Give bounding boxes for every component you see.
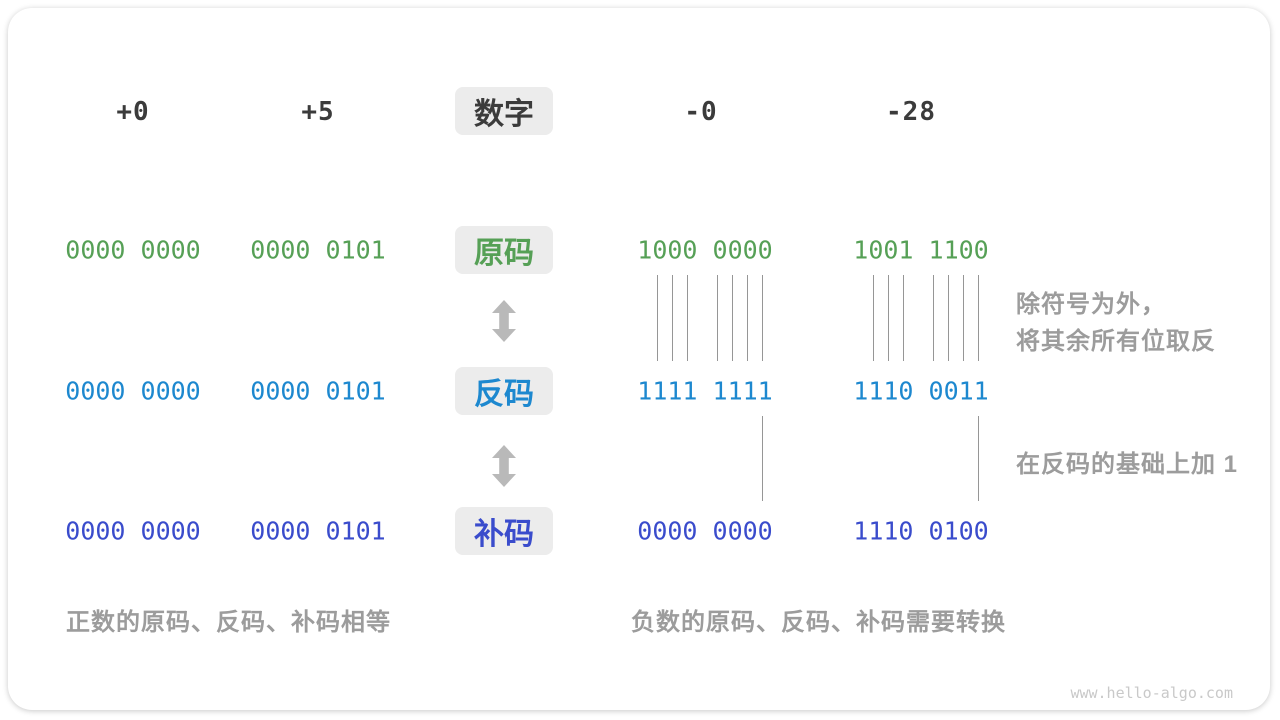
bit-mapping-line	[656, 275, 658, 361]
bit-mapping-line	[977, 275, 979, 361]
bit-mapping-line	[887, 275, 889, 361]
caption-negative-numbers: 负数的原码、反码、补码需要转换	[631, 609, 1006, 636]
bit-cell-sign-magnitude-plus0: 0000 0000	[65, 235, 201, 265]
row-badge-ones-complement: 反码	[455, 367, 553, 415]
header-value-plus0: +0	[116, 97, 150, 127]
bit-mapping-line	[686, 275, 688, 361]
annotation-invert-line1: 除符号为外，	[1016, 291, 1166, 318]
bit-mapping-line	[872, 275, 874, 361]
bit-cell-ones-complement-minus28: 1110 0011	[853, 376, 989, 406]
bit-mapping-line	[977, 416, 979, 501]
diagram-card: +0 +5 数字 -0 -28 0000 0000 0000 0101 原码 1…	[8, 8, 1270, 710]
bit-mapping-line	[671, 275, 673, 361]
bit-mapping-line	[962, 275, 964, 361]
header-badge-number: 数字	[455, 87, 553, 135]
bit-mapping-line	[761, 275, 763, 361]
header-value-plus5: +5	[301, 97, 335, 127]
annotation-invert-line2: 将其余所有位取反	[1016, 328, 1216, 355]
bit-cell-twos-complement-plus0: 0000 0000	[65, 516, 201, 546]
bit-mapping-line	[716, 275, 718, 361]
header-value-minus28: -28	[886, 97, 936, 127]
annotation-add-one: 在反码的基础上加 1	[1016, 451, 1239, 478]
bit-cell-twos-complement-plus5: 0000 0101	[250, 516, 386, 546]
caption-positive-numbers: 正数的原码、反码、补码相等	[66, 609, 391, 636]
up-down-arrow-icon	[492, 445, 516, 487]
annotation-invert-bits: 除符号为外， 将其余所有位取反	[1016, 286, 1216, 360]
up-down-arrow-icon	[492, 300, 516, 342]
bit-mapping-line	[761, 416, 763, 501]
watermark-url: www.hello-algo.com	[1070, 684, 1233, 702]
bit-mapping-line	[731, 275, 733, 361]
bit-mapping-line	[932, 275, 934, 361]
row-badge-sign-magnitude: 原码	[455, 226, 553, 274]
header-value-minus0: -0	[684, 97, 718, 127]
bit-cell-twos-complement-minus28: 1110 0100	[853, 516, 989, 546]
bit-cell-twos-complement-minus0: 0000 0000	[637, 516, 773, 546]
bit-mapping-line	[902, 275, 904, 361]
bit-cell-ones-complement-plus5: 0000 0101	[250, 376, 386, 406]
bit-mapping-line	[746, 275, 748, 361]
bit-mapping-line	[947, 275, 949, 361]
bit-cell-sign-magnitude-plus5: 0000 0101	[250, 235, 386, 265]
bit-cell-ones-complement-plus0: 0000 0000	[65, 376, 201, 406]
row-badge-twos-complement: 补码	[455, 507, 553, 555]
bit-cell-sign-magnitude-minus28: 1001 1100	[853, 235, 989, 265]
bit-cell-sign-magnitude-minus0: 1000 0000	[637, 235, 773, 265]
bit-cell-ones-complement-minus0: 1111 1111	[637, 376, 773, 406]
